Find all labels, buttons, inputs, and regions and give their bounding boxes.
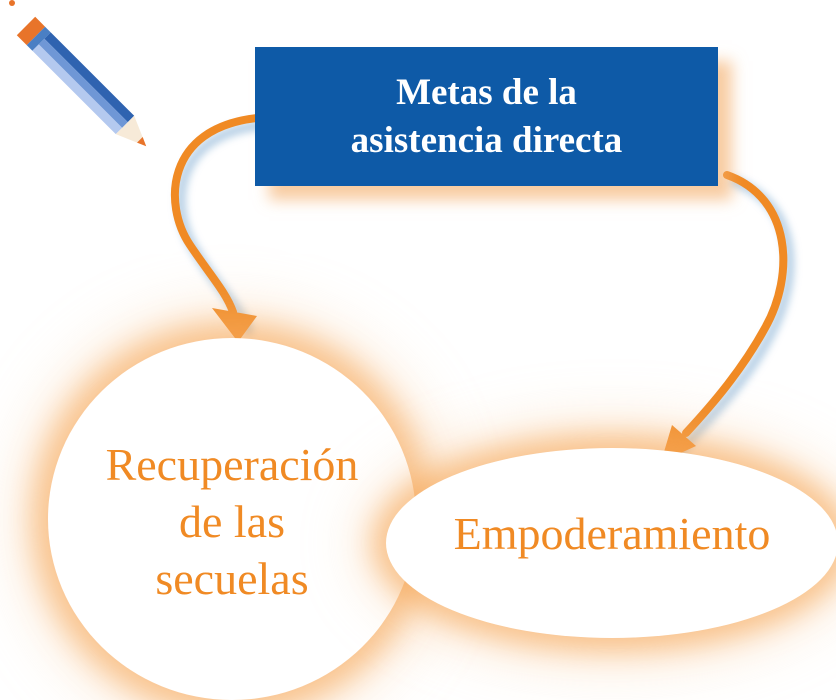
goal-empowerment-label: Empoderamiento: [453, 508, 771, 559]
goal-recovery-text: Recuperación de las secuelas: [106, 432, 359, 607]
goals-title-box: Metas de la asistencia directa: [255, 47, 718, 186]
goal-recovery-ellipse: Recuperación de las secuelas: [48, 338, 416, 700]
pencil-body-bottom: [32, 44, 123, 135]
pencil-dot: [9, 0, 15, 6]
pencil-body-top: [44, 32, 135, 123]
left-arrow: [170, 114, 261, 316]
goal-recovery-line-1: Recuperación: [105, 438, 359, 490]
goals-title-line-1: Metas de la: [396, 71, 577, 113]
goal-recovery-line-3: secuelas: [155, 552, 309, 604]
pencil-tip: [115, 115, 147, 147]
pencil-body-middle: [38, 38, 128, 128]
pencil-band: [26, 26, 51, 51]
left-arrow-shadow: [175, 120, 267, 335]
goal-empowerment-ellipse: Empoderamiento: [386, 448, 836, 638]
goals-title-line-2: asistencia directa: [350, 119, 623, 161]
right-arrow: [682, 171, 788, 437]
goal-recovery-line-2: de las: [178, 495, 285, 547]
pencil-icon: [9, 0, 147, 147]
pencil-lead: [137, 137, 147, 147]
pencil-eraser: [16, 16, 46, 46]
left-arrow-head: [212, 308, 257, 342]
